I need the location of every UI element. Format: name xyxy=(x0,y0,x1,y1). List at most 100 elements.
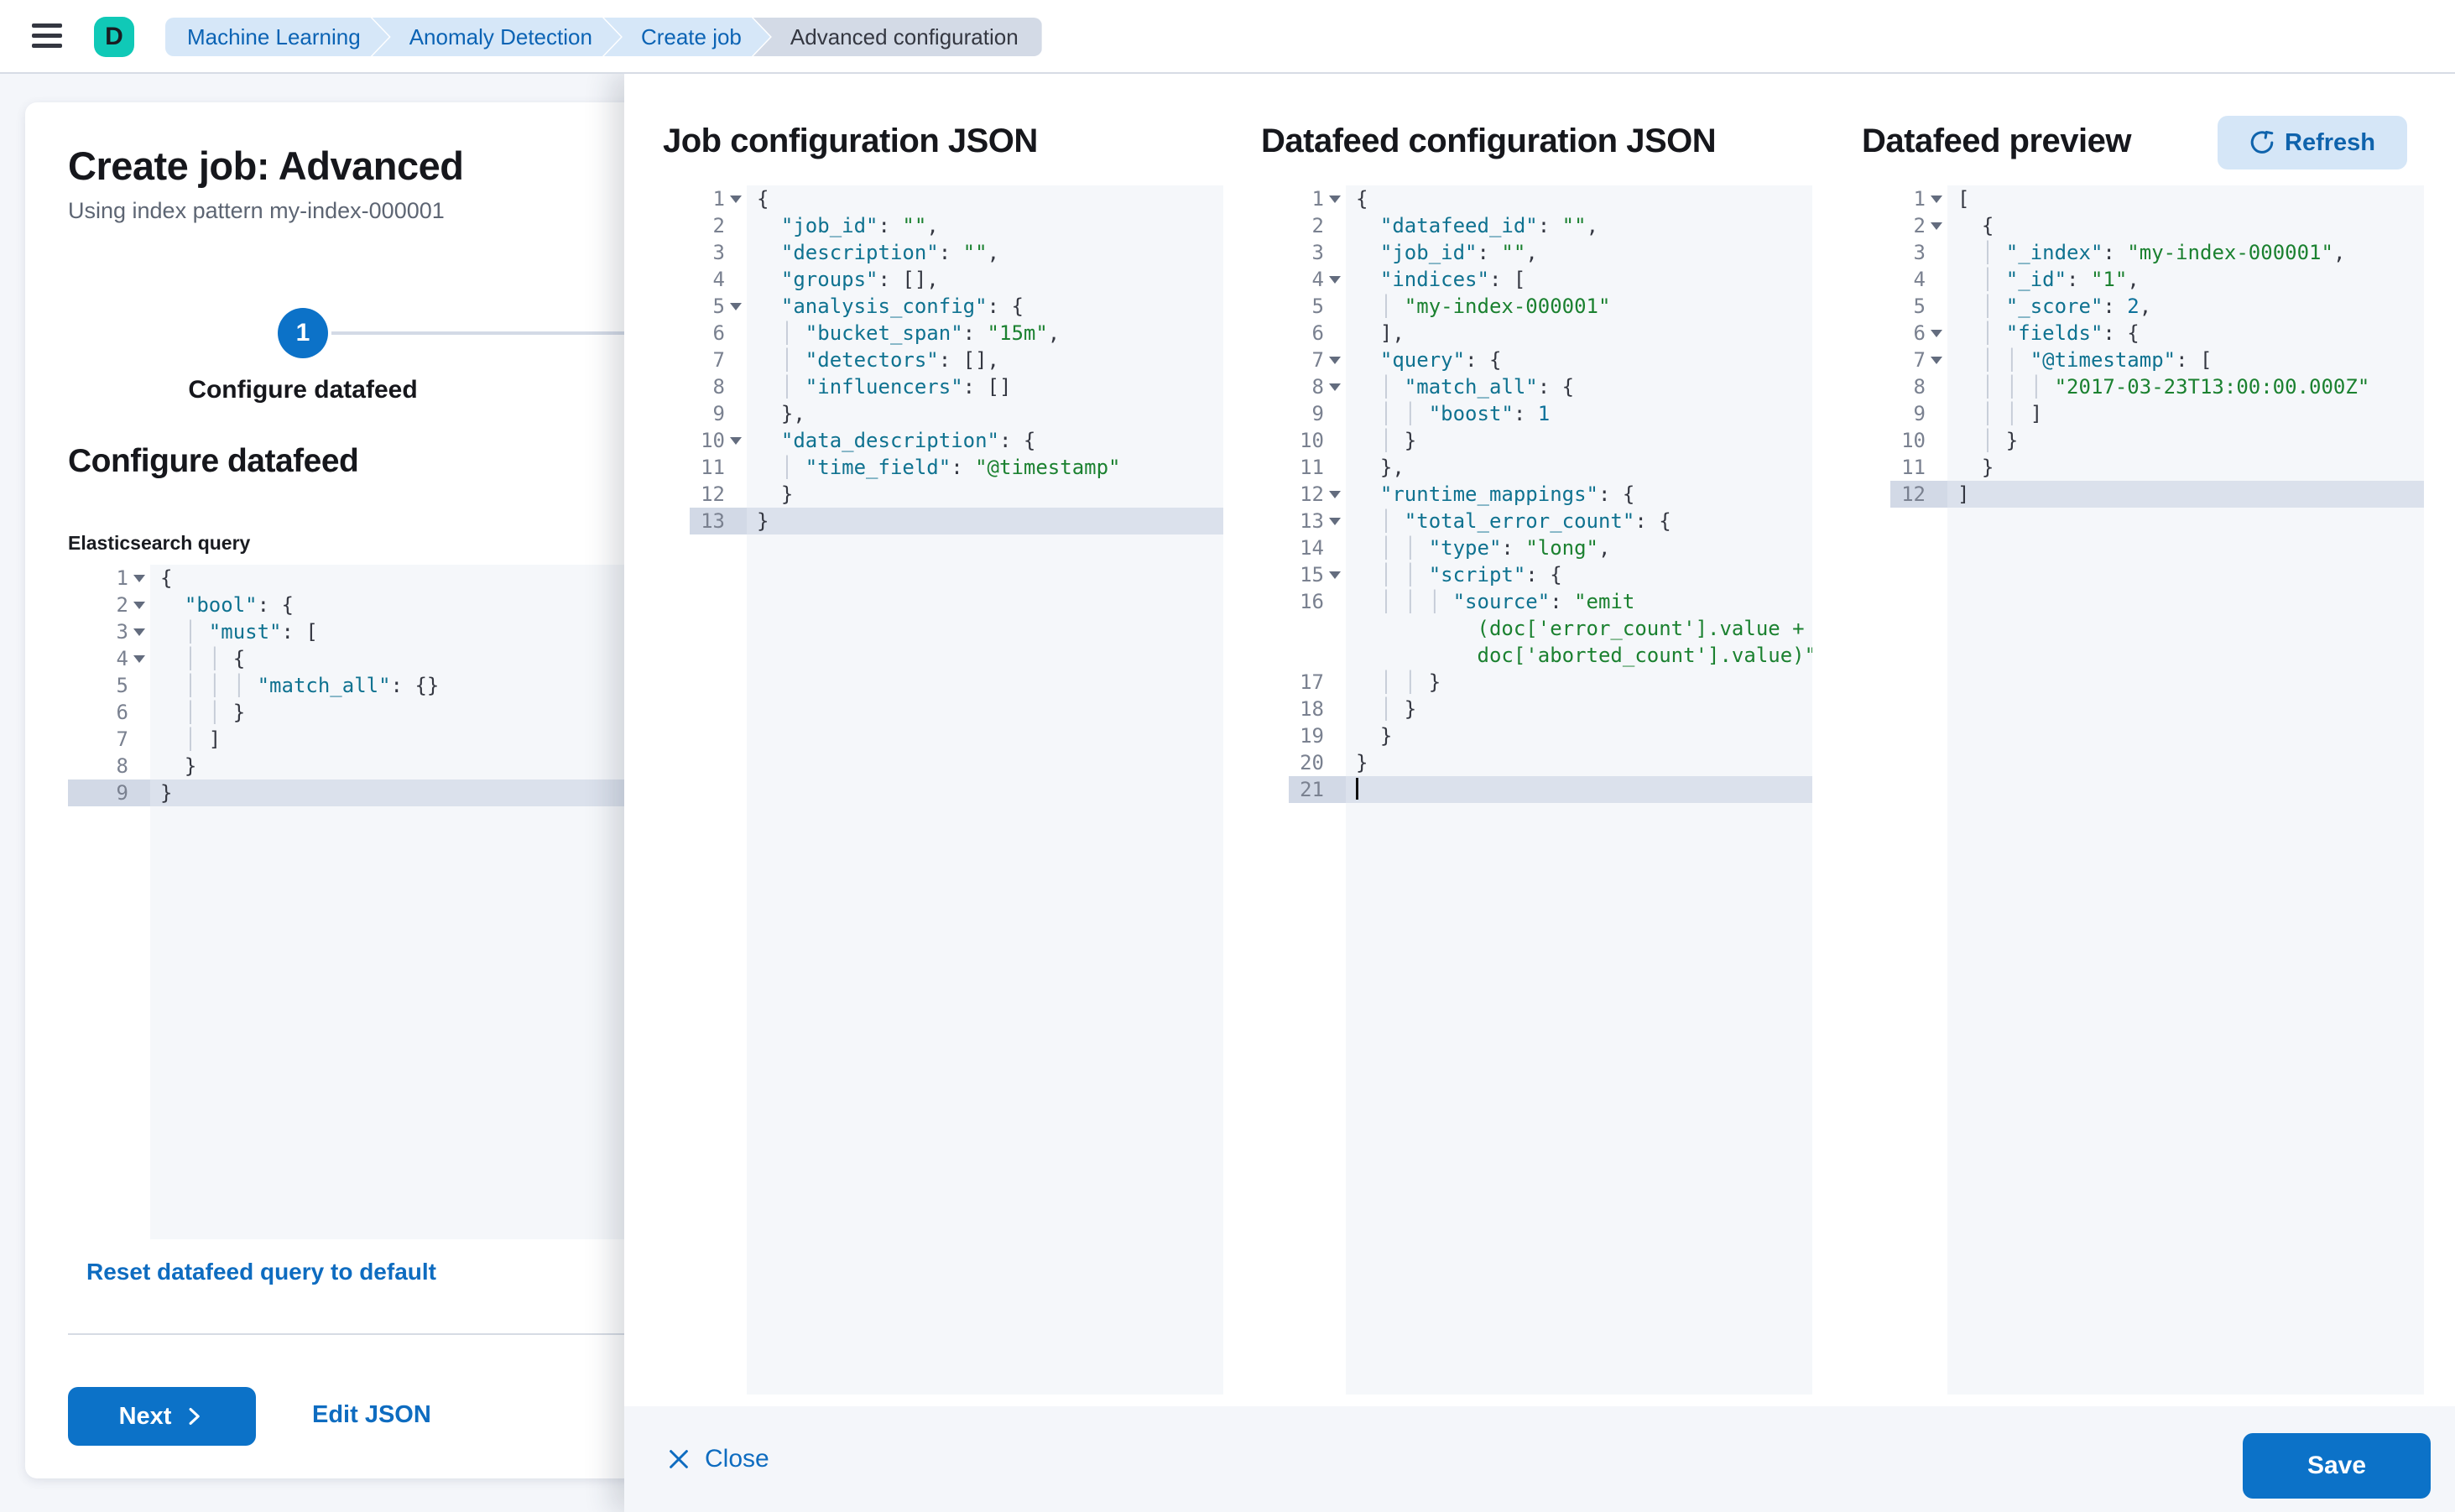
code-text: "job_id": "", xyxy=(747,212,1223,239)
fold-arrow-icon[interactable] xyxy=(1329,490,1341,498)
code-text: │ │ "boost": 1 xyxy=(1346,400,1812,427)
code-token: } xyxy=(1428,670,1441,694)
code-token: , xyxy=(926,214,939,237)
indent-guide: │ xyxy=(1356,295,1405,318)
code-line: 8 │ "match_all": { xyxy=(1289,373,1812,400)
fold-slot xyxy=(1926,347,1947,373)
fold-arrow-icon[interactable] xyxy=(1329,517,1341,525)
fold-slot xyxy=(1324,588,1346,615)
refresh-button[interactable]: Refresh xyxy=(2218,116,2407,169)
line-number: 11 xyxy=(701,456,725,479)
line-number-cell: 7 xyxy=(68,726,150,753)
save-button[interactable]: Save xyxy=(2243,1433,2431,1499)
fold-slot xyxy=(1324,776,1346,803)
code-token: { xyxy=(232,647,246,670)
line-number-cell: 4 xyxy=(68,645,150,672)
code-text: │ │ │ "2017-03-23T13:00:00.000Z" xyxy=(1947,373,2424,400)
code-line: 12 "runtime_mappings": { xyxy=(1289,481,1812,508)
line-number: 2 xyxy=(712,214,725,237)
line-number: 7 xyxy=(1311,348,1324,372)
fold-arrow-icon[interactable] xyxy=(1329,275,1341,284)
fold-arrow-icon[interactable] xyxy=(1931,195,1942,203)
indent-guide: │ xyxy=(757,456,805,479)
divider xyxy=(68,1333,662,1335)
edit-json-link[interactable]: Edit JSON xyxy=(312,1401,431,1428)
code-text: }, xyxy=(1346,454,1812,481)
next-button[interactable]: Next xyxy=(68,1387,256,1446)
indent-guide: │ xyxy=(1356,697,1405,721)
fold-arrow-icon[interactable] xyxy=(1931,356,1942,364)
code-token: : [ xyxy=(281,620,318,644)
fold-slot xyxy=(1324,320,1346,347)
code-line: 16 │ │ │ "source": "emit xyxy=(1289,588,1812,615)
line-number: 21 xyxy=(1300,778,1324,801)
fold-arrow-icon[interactable] xyxy=(133,601,145,609)
fold-arrow-icon[interactable] xyxy=(1329,571,1341,579)
line-number-cell: 7 xyxy=(690,347,747,373)
fold-arrow-icon[interactable] xyxy=(1329,195,1341,203)
line-number: 20 xyxy=(1300,751,1324,774)
code-token: { xyxy=(757,187,769,211)
menu-icon[interactable] xyxy=(32,23,62,50)
code-token: }, xyxy=(757,402,805,425)
line-number: 4 xyxy=(712,268,725,291)
datafeed-config-editor[interactable]: 1{2 "datafeed_id": "",3 "job_id": "",4 "… xyxy=(1289,185,1812,1395)
line-number: 7 xyxy=(1913,348,1926,372)
fold-arrow-icon[interactable] xyxy=(1931,329,1942,337)
breadcrumb-item-create-job[interactable]: Create job xyxy=(604,18,770,56)
line-number-cell xyxy=(1289,642,1346,669)
code-token: "@timestamp" xyxy=(975,456,1121,479)
section-heading: Configure datafeed xyxy=(68,443,359,479)
code-text: } xyxy=(1346,749,1812,776)
breadcrumb-item-anomaly-detection[interactable]: Anomaly Detection xyxy=(373,18,621,56)
close-button[interactable]: Close xyxy=(666,1432,769,1486)
fold-slot xyxy=(1324,696,1346,722)
fold-arrow-icon[interactable] xyxy=(730,436,742,445)
datafeed-preview-title: Datafeed preview xyxy=(1862,123,2132,159)
fold-slot xyxy=(1324,266,1346,293)
line-number-cell: 9 xyxy=(1289,400,1346,427)
fold-slot xyxy=(1324,427,1346,454)
job-config-editor[interactable]: 1{2 "job_id": "",3 "description": "",4 "… xyxy=(690,185,1223,1395)
code-token: : { xyxy=(1537,375,1575,399)
code-token: } xyxy=(1356,751,1368,774)
code-token: "_id" xyxy=(2005,268,2067,291)
code-token: doc['aborted_count'].value)" xyxy=(1356,644,1812,667)
elasticsearch-query-editor[interactable]: 1{2 "bool": {3 │ "must": [4 │ │ {5 │ │ │… xyxy=(68,565,662,1239)
code-text: │ "bucket_span": "15m", xyxy=(747,320,1223,347)
code-token: "@timestamp" xyxy=(2030,348,2176,372)
code-line: 6 │ │ } xyxy=(68,699,662,726)
indent-guide: │ xyxy=(1356,509,1405,533)
code-token: "" xyxy=(1501,241,1526,264)
fold-arrow-icon[interactable] xyxy=(730,302,742,310)
line-number: 12 xyxy=(1300,482,1324,506)
fold-slot xyxy=(1324,534,1346,561)
code-line: 5 │ │ │ "match_all": {} xyxy=(68,672,662,699)
code-line: 2 "bool": { xyxy=(68,592,662,618)
code-token: } xyxy=(160,781,173,805)
code-text xyxy=(1346,776,1812,803)
line-number-cell: 5 xyxy=(1890,293,1947,320)
code-line: 6 │ "fields": { xyxy=(1890,320,2424,347)
code-line: 4 "indices": [ xyxy=(1289,266,1812,293)
fold-arrow-icon[interactable] xyxy=(1329,383,1341,391)
datafeed-config-title: Datafeed configuration JSON xyxy=(1261,123,1717,159)
fold-arrow-icon[interactable] xyxy=(133,654,145,663)
indent-guide: │ │ xyxy=(1356,536,1429,560)
fold-slot xyxy=(1926,320,1947,347)
code-line: 6 ], xyxy=(1289,320,1812,347)
fold-slot xyxy=(128,672,150,699)
step-1-indicator[interactable]: 1 xyxy=(278,308,328,358)
datafeed-preview-editor[interactable]: 1[2 {3 │ "_index": "my-index-000001",4 │… xyxy=(1890,185,2424,1395)
breadcrumb-item-machine-learning[interactable]: Machine Learning xyxy=(165,18,389,56)
fold-slot xyxy=(1926,185,1947,212)
fold-arrow-icon[interactable] xyxy=(1329,356,1341,364)
fold-arrow-icon[interactable] xyxy=(730,195,742,203)
avatar[interactable]: D xyxy=(94,17,134,57)
fold-arrow-icon[interactable] xyxy=(133,628,145,636)
fold-arrow-icon[interactable] xyxy=(133,574,145,582)
line-number: 3 xyxy=(1913,241,1926,264)
fold-arrow-icon[interactable] xyxy=(1931,222,1942,230)
reset-datafeed-query-link[interactable]: Reset datafeed query to default xyxy=(86,1259,436,1285)
indent-guide: │ xyxy=(1957,295,2006,318)
